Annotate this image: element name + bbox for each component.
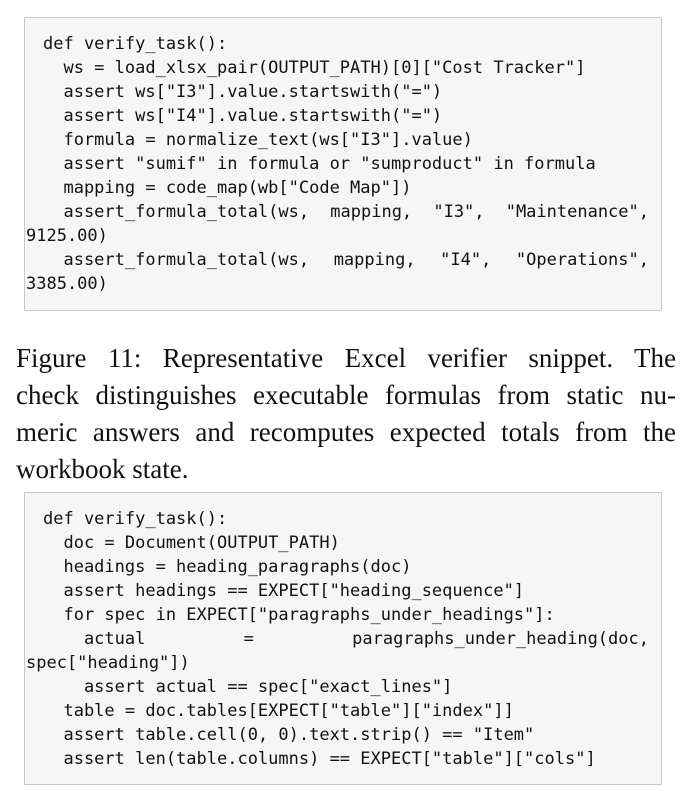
figure-caption: Figure 11: Representative Excel verifier… bbox=[16, 340, 676, 488]
code-line: def verify_task(): bbox=[43, 509, 228, 529]
code-line: assert_formula_total(ws, mapping, "I4", … bbox=[25, 248, 661, 272]
code-line: assert "sumif" in formula or "sumproduct… bbox=[43, 154, 596, 174]
code-line: 3385.00) bbox=[26, 274, 108, 294]
code-token: = bbox=[243, 629, 254, 649]
code-line: assert ws["I3"].value.startswith("=") bbox=[43, 82, 443, 102]
code-line: spec["heading"]) bbox=[26, 653, 190, 673]
code-token: "I3", bbox=[433, 202, 485, 222]
code-token: actual bbox=[43, 629, 146, 649]
code-listing-excel-verifier: def verify_task(): ws = load_xlsx_pair(O… bbox=[24, 17, 662, 311]
code-line: assert actual == spec["exact_lines"] bbox=[43, 677, 453, 697]
code-token: assert_formula_total(ws, bbox=[43, 202, 310, 222]
caption-line: workbook state. bbox=[16, 454, 189, 484]
caption-line: meric answers and recomputes expected to… bbox=[16, 417, 676, 447]
code-token: "I4", bbox=[440, 250, 492, 270]
code-line: doc = Document(OUTPUT_PATH) bbox=[43, 533, 340, 553]
caption-line: Figure 11: Representative Excel verifier… bbox=[16, 343, 676, 373]
code-line: actual = paragraphs_under_heading(doc, bbox=[25, 627, 661, 651]
code-line: assert ws["I4"].value.startswith("=") bbox=[43, 106, 443, 126]
code-line: 9125.00) bbox=[26, 226, 108, 246]
code-line: assert len(table.columns) == EXPECT["tab… bbox=[43, 749, 596, 769]
code-listing-docx-verifier: def verify_task(): doc = Document(OUTPUT… bbox=[24, 492, 662, 785]
code-token: mapping, bbox=[333, 250, 416, 270]
code-token: assert_formula_total(ws, bbox=[43, 250, 310, 270]
code-token: "Operations", bbox=[515, 250, 649, 270]
code-line: headings = heading_paragraphs(doc) bbox=[43, 557, 412, 577]
code-line: ws = load_xlsx_pair(OUTPUT_PATH)[0]["Cos… bbox=[43, 58, 586, 78]
code-line: mapping = code_map(wb["Code Map"]) bbox=[43, 178, 412, 198]
code-line: def verify_task(): bbox=[43, 34, 228, 54]
code-line: formula = normalize_text(ws["I3"].value) bbox=[43, 130, 473, 150]
code-token: paragraphs_under_heading(doc, bbox=[352, 629, 649, 649]
code-token: "Maintenance", bbox=[505, 202, 649, 222]
code-line: assert_formula_total(ws, mapping, "I3", … bbox=[25, 200, 661, 224]
code-token: mapping, bbox=[330, 202, 413, 222]
code-line: for spec in EXPECT["paragraphs_under_hea… bbox=[43, 605, 555, 625]
caption-line: check distinguishes executable formulas … bbox=[16, 380, 676, 410]
code-line: assert table.cell(0, 0).text.strip() == … bbox=[43, 725, 535, 745]
code-line: table = doc.tables[EXPECT["table"]["inde… bbox=[43, 701, 514, 721]
code-line: assert headings == EXPECT["heading_seque… bbox=[43, 581, 525, 601]
